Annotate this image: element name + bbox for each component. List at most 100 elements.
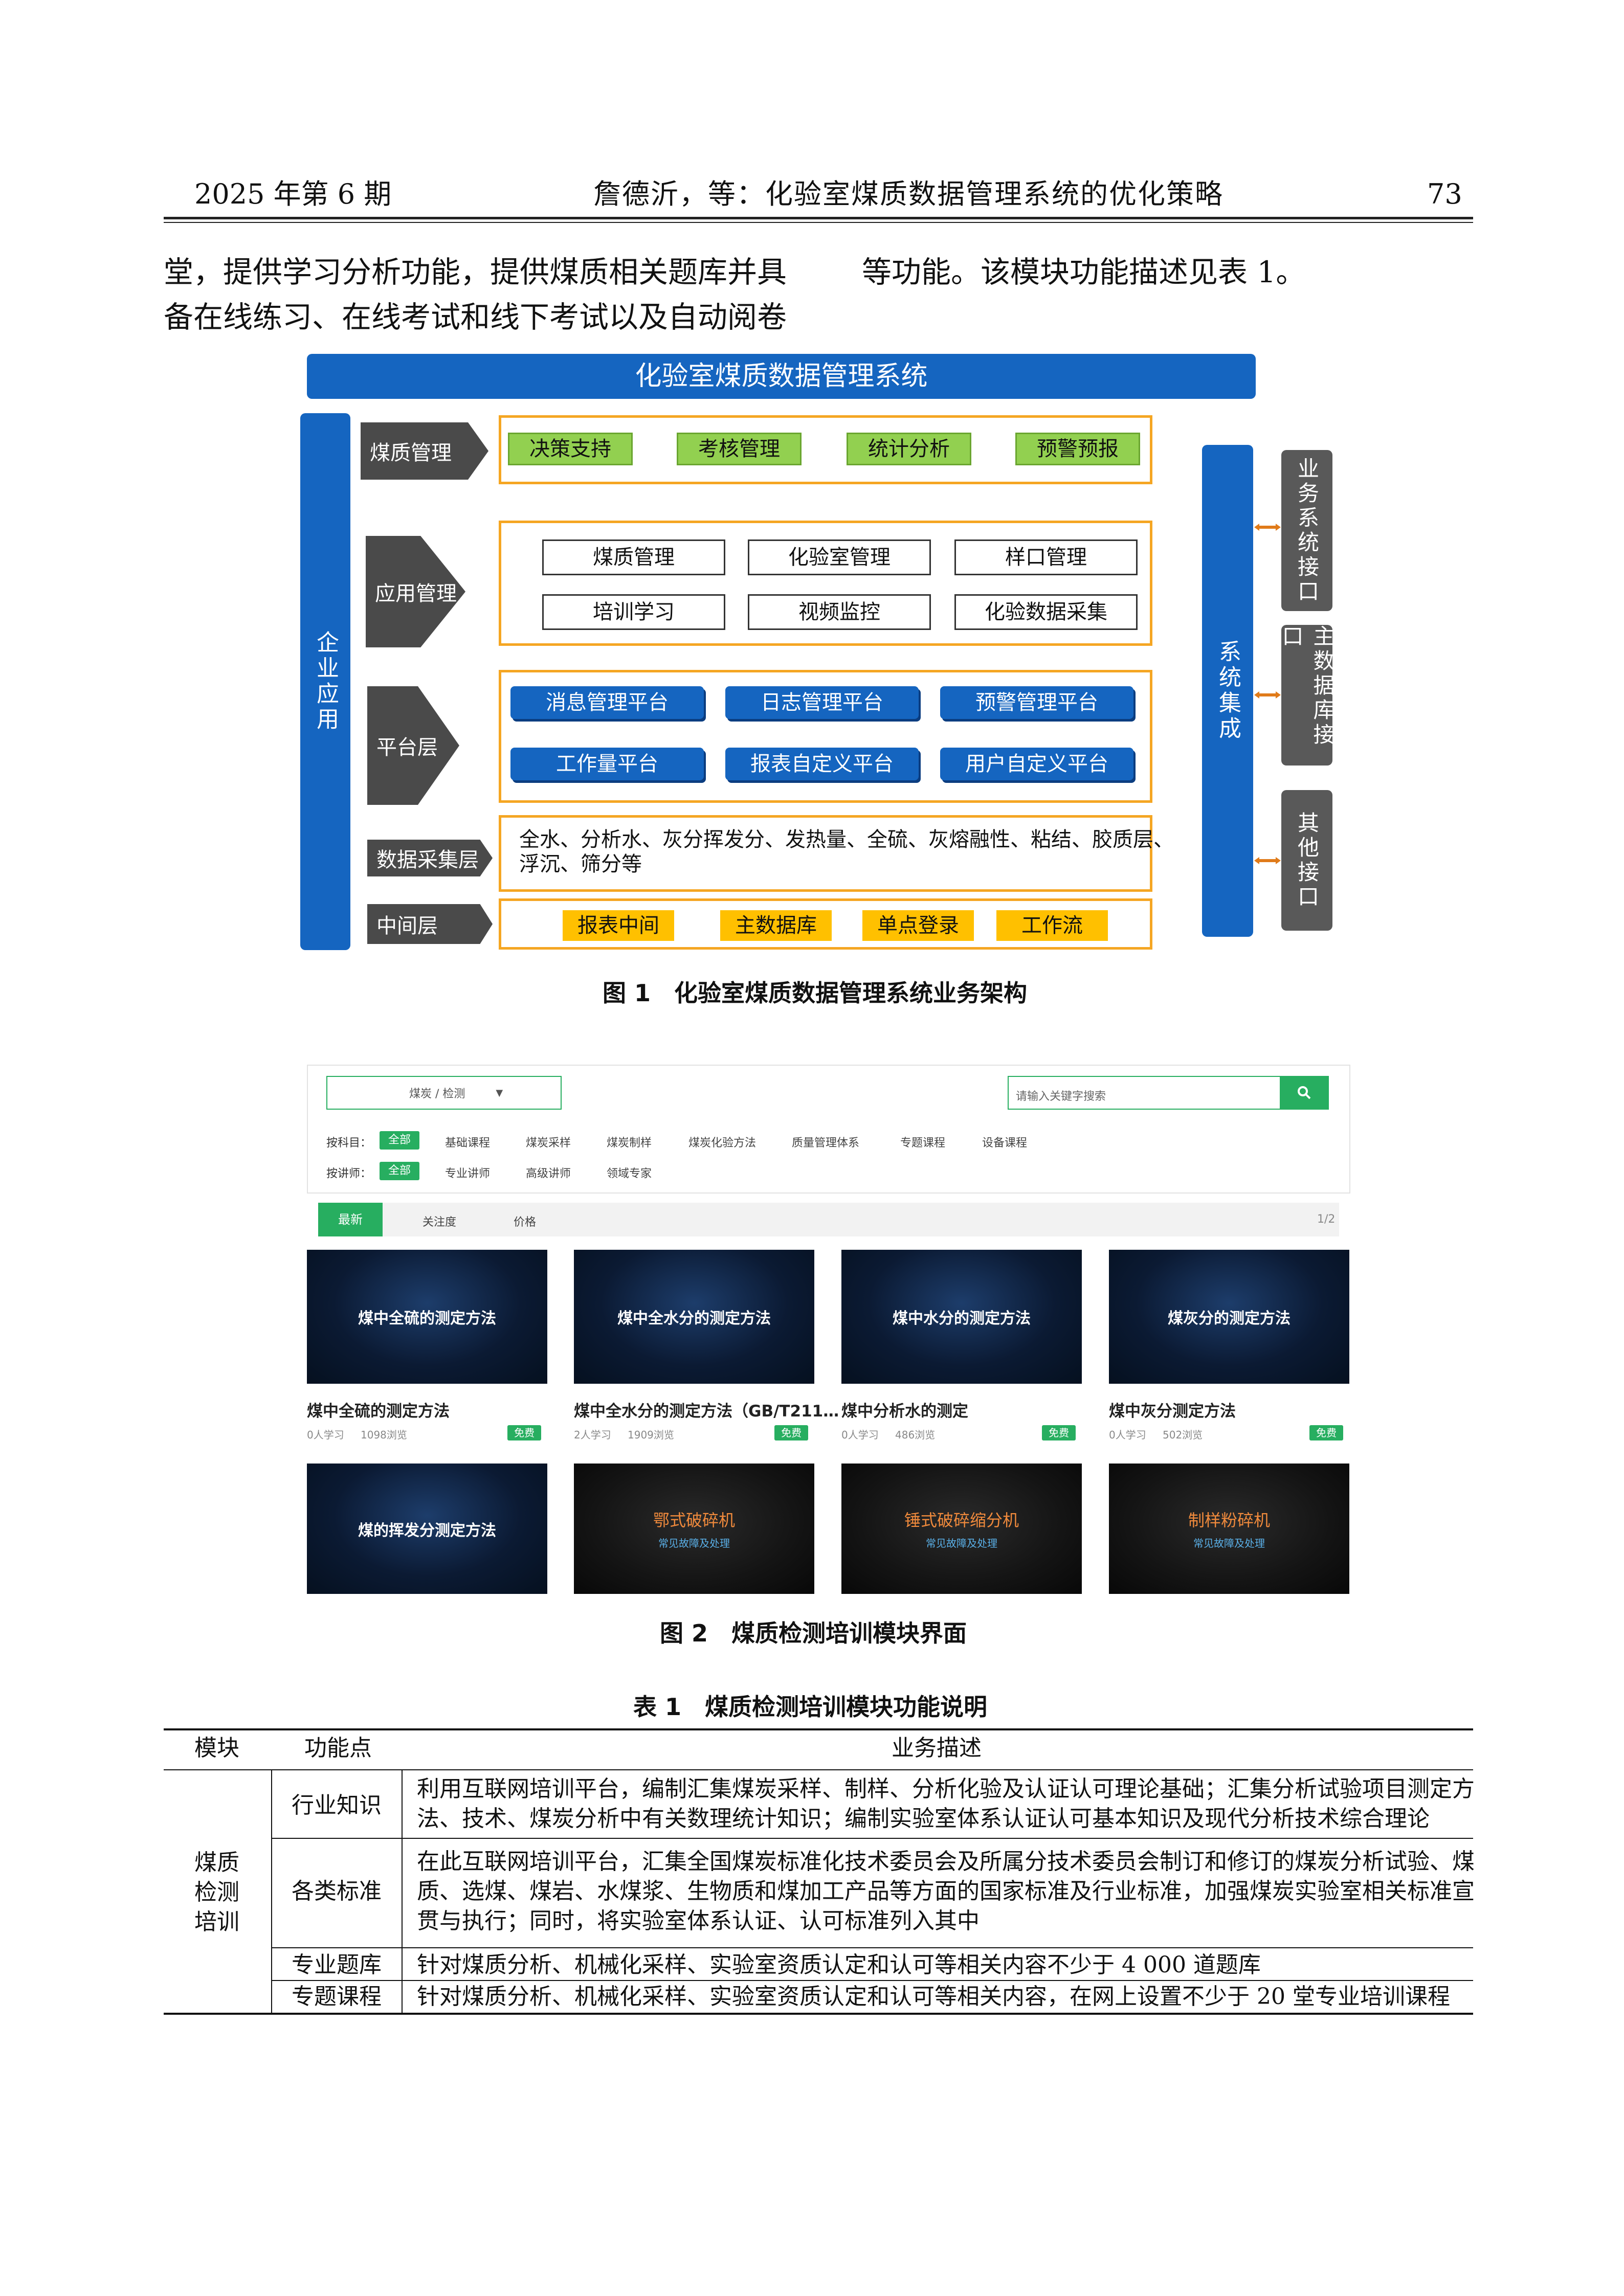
data-collection-items: 全水、分析水、灰分挥发分、发热量、全硫、灰熔融性、粘结、胶质层、: [519, 828, 1174, 851]
thumbnail-subtitle: 常见故障及处理: [1193, 1537, 1265, 1549]
table-header-module: 模块: [194, 1735, 239, 1761]
module-lab-mgmt: 化验室管理: [748, 539, 931, 575]
thumbnail-title: 制样粉碎机: [1188, 1511, 1270, 1530]
table-row-feature: 行业知识: [292, 1792, 382, 1818]
side-box-label: 其他接口: [1294, 811, 1320, 910]
course-thumbnail[interactable]: 鄂式破碎机 常见故障及处理: [574, 1464, 814, 1594]
layer-label-text: 数据采集层: [376, 848, 479, 872]
filter-subject-quality-system[interactable]: 质量管理体系: [792, 1137, 860, 1150]
filter-subject-basic[interactable]: 基础课程: [445, 1137, 491, 1150]
side-box-masterdb-interface: 主数据库接口: [1279, 625, 1335, 766]
side-box-label: 主数据库接口: [1279, 625, 1335, 748]
module-coal-quality-mgmt: 煤质管理: [542, 539, 725, 575]
table1-caption: 表 1 煤质检测培训模块功能说明: [633, 1693, 988, 1721]
course-thumbnail[interactable]: 锤式破碎缩分机 常见故障及处理: [841, 1464, 1082, 1594]
middleware-report: 报表中间: [563, 910, 674, 941]
course-thumbnail[interactable]: 制样粉碎机 常见故障及处理: [1109, 1464, 1349, 1594]
page-number: 73: [1427, 178, 1462, 210]
table-header-description: 业务描述: [892, 1735, 982, 1761]
layer-label-data-collection: 数据采集层: [367, 840, 493, 876]
double-arrow-icon: [1254, 524, 1281, 531]
search-button[interactable]: [1280, 1076, 1329, 1110]
search-placeholder: 请输入关键字搜索: [1016, 1090, 1106, 1103]
layer-label-middleware: 中间层: [367, 904, 493, 944]
table-bottom-rule: [164, 2013, 1473, 2015]
course-learners: 0人学习: [841, 1429, 879, 1441]
platform-user-custom: 用户自定义平台: [940, 748, 1133, 780]
search-input[interactable]: 请输入关键字搜索: [1008, 1076, 1284, 1110]
course-thumbnail[interactable]: 煤的挥发分测定方法: [307, 1464, 547, 1594]
layer-label-application: 应用管理: [366, 536, 465, 647]
course-title[interactable]: 煤中灰分测定方法: [1109, 1402, 1236, 1421]
category-select[interactable]: 煤炭 / 检测 ▼: [326, 1076, 562, 1110]
platform-warning: 预警管理平台: [940, 686, 1133, 719]
course-thumbnail[interactable]: 煤中水分的测定方法: [841, 1250, 1082, 1384]
course-learners: 0人学习: [1109, 1429, 1146, 1441]
side-box-label: 业务系统接口: [1294, 457, 1320, 604]
course-title[interactable]: 煤中分析水的测定: [841, 1402, 968, 1421]
table-row-rule: [271, 1980, 1473, 1981]
filter-subject-equipment[interactable]: 设备课程: [982, 1137, 1028, 1150]
journal-issue: 2025 年第 6 期: [194, 178, 392, 210]
filter-subject-label: 按科目：: [326, 1137, 372, 1150]
middleware-sso: 单点登录: [862, 910, 974, 941]
course-thumbnail[interactable]: 煤灰分的测定方法: [1109, 1250, 1349, 1384]
thumbnail-title: 煤中全水分的测定方法: [617, 1310, 771, 1327]
table-vrule: [402, 1770, 403, 2013]
platform-report-custom: 报表自定义平台: [725, 748, 919, 780]
filter-subject-special[interactable]: 专题课程: [900, 1137, 946, 1150]
header-rule: [164, 217, 1473, 219]
table-row-rule: [271, 1947, 1473, 1948]
price-badge: 免费: [1042, 1425, 1076, 1440]
figure2-caption: 图 2 煤质检测培训模块界面: [660, 1619, 967, 1647]
module-video-monitor: 视频监控: [748, 594, 931, 630]
price-badge: 免费: [774, 1425, 808, 1440]
thumbnail-title: 煤中水分的测定方法: [893, 1310, 1031, 1327]
module-sample-mgmt: 样口管理: [954, 539, 1138, 575]
table-module-cell: 煤质: [194, 1850, 239, 1876]
tab-latest[interactable]: 最新: [318, 1203, 383, 1236]
course-learners: 0人学习: [307, 1429, 344, 1441]
body-text-line: 堂，提供学习分析功能，提供煤质相关题库并具: [164, 255, 787, 289]
table-header-rule: [164, 1769, 1473, 1770]
course-thumbnail[interactable]: 煤中全水分的测定方法: [574, 1250, 814, 1384]
table-row-feature: 各类标准: [292, 1878, 382, 1904]
filter-teacher-professional[interactable]: 专业讲师: [445, 1167, 491, 1180]
thumbnail-subtitle: 常见故障及处理: [658, 1537, 730, 1549]
table-row-description: 贯与执行；同时，将实验室体系认证、认可标准列入其中: [417, 1908, 980, 1934]
figure1-title-bar: 化验室煤质数据管理系统: [307, 354, 1256, 399]
layer-label-text: 煤质管理: [370, 441, 452, 465]
course-title[interactable]: 煤中全硫的测定方法: [307, 1402, 450, 1421]
module-training: 培训学习: [542, 594, 725, 630]
filter-subject-assay-methods[interactable]: 煤炭化验方法: [688, 1137, 757, 1150]
filter-subject-preparation[interactable]: 煤炭制样: [607, 1137, 652, 1150]
filter-teacher-all[interactable]: 全部: [380, 1162, 419, 1180]
thumbnail-title: 煤灰分的测定方法: [1168, 1310, 1291, 1327]
filter-panel: [307, 1065, 1350, 1194]
tab-price[interactable]: 价格: [514, 1216, 537, 1229]
course-title[interactable]: 煤中全水分的测定方法（GB/T211…: [574, 1402, 839, 1421]
left-bar-label: 企业应用: [313, 631, 339, 733]
layer-label-text: 平台层: [376, 736, 438, 759]
price-badge: 免费: [507, 1425, 541, 1440]
table-module-cell: 检测: [194, 1879, 239, 1905]
side-box-other-interface: 其他接口: [1281, 790, 1332, 931]
table-row-rule: [271, 1838, 1473, 1839]
course-learners: 2人学习: [574, 1429, 611, 1441]
module-decision-support: 决策支持: [508, 433, 633, 465]
course-thumbnail[interactable]: 煤中全硫的测定方法: [307, 1250, 547, 1384]
thumbnail-title: 煤的挥发分测定方法: [358, 1521, 496, 1540]
filter-teacher-senior[interactable]: 高级讲师: [526, 1167, 571, 1180]
right-bar-label: 系统集成: [1215, 640, 1241, 742]
platform-workload: 工作量平台: [510, 748, 704, 780]
platform-log: 日志管理平台: [725, 686, 919, 719]
filter-subject-sampling[interactable]: 煤炭采样: [526, 1137, 571, 1150]
body-text-line: 备在线练习、在线考试和线下考试以及自动阅卷: [164, 300, 787, 334]
thumbnail-title: 鄂式破碎机: [653, 1511, 735, 1530]
double-arrow-icon: [1254, 691, 1281, 699]
body-text-line: 等功能。该模块功能描述见表 1。: [862, 255, 1306, 289]
tab-popularity[interactable]: 关注度: [422, 1216, 457, 1229]
filter-subject-all[interactable]: 全部: [380, 1131, 419, 1150]
data-collection-items-cont: 浮沉、筛分等: [519, 852, 642, 876]
filter-teacher-expert[interactable]: 领域专家: [607, 1167, 652, 1180]
